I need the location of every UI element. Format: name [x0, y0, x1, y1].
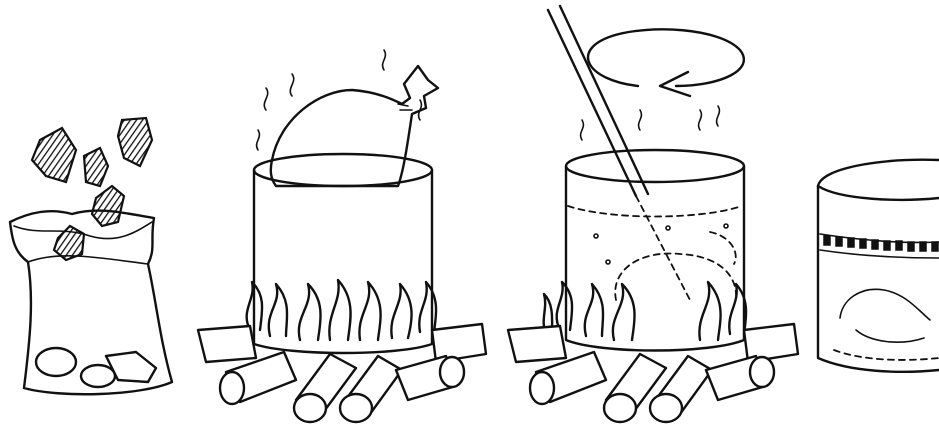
lump: [81, 365, 115, 387]
step-1-charcoal-sack: [10, 118, 172, 394]
water-line: [568, 206, 742, 217]
step-3-stirring: [508, 6, 798, 422]
cooking-bag: [271, 66, 438, 186]
lump: [106, 352, 156, 382]
pot: [818, 186, 939, 372]
submerged-bag: [615, 253, 736, 300]
log: [508, 326, 566, 362]
pot: [566, 166, 744, 351]
step-4-finished-pot: [818, 160, 939, 372]
stirring-stick: [548, 10, 636, 196]
log: [198, 326, 256, 362]
charcoal-chunk: [118, 118, 152, 166]
band-pattern: [824, 236, 938, 251]
charcoal-chunk: [84, 148, 108, 186]
pot-rim: [254, 154, 432, 186]
pot-rim: [566, 150, 744, 182]
step-2-bag-in-pot: [198, 50, 486, 422]
charcoal-chunk: [32, 128, 76, 182]
charcoal-chunk: [92, 186, 124, 226]
lump: [36, 348, 76, 376]
pot: [254, 170, 432, 353]
log: [432, 324, 486, 362]
stir-arrow-icon: [588, 29, 744, 86]
pot-rim: [818, 160, 939, 186]
